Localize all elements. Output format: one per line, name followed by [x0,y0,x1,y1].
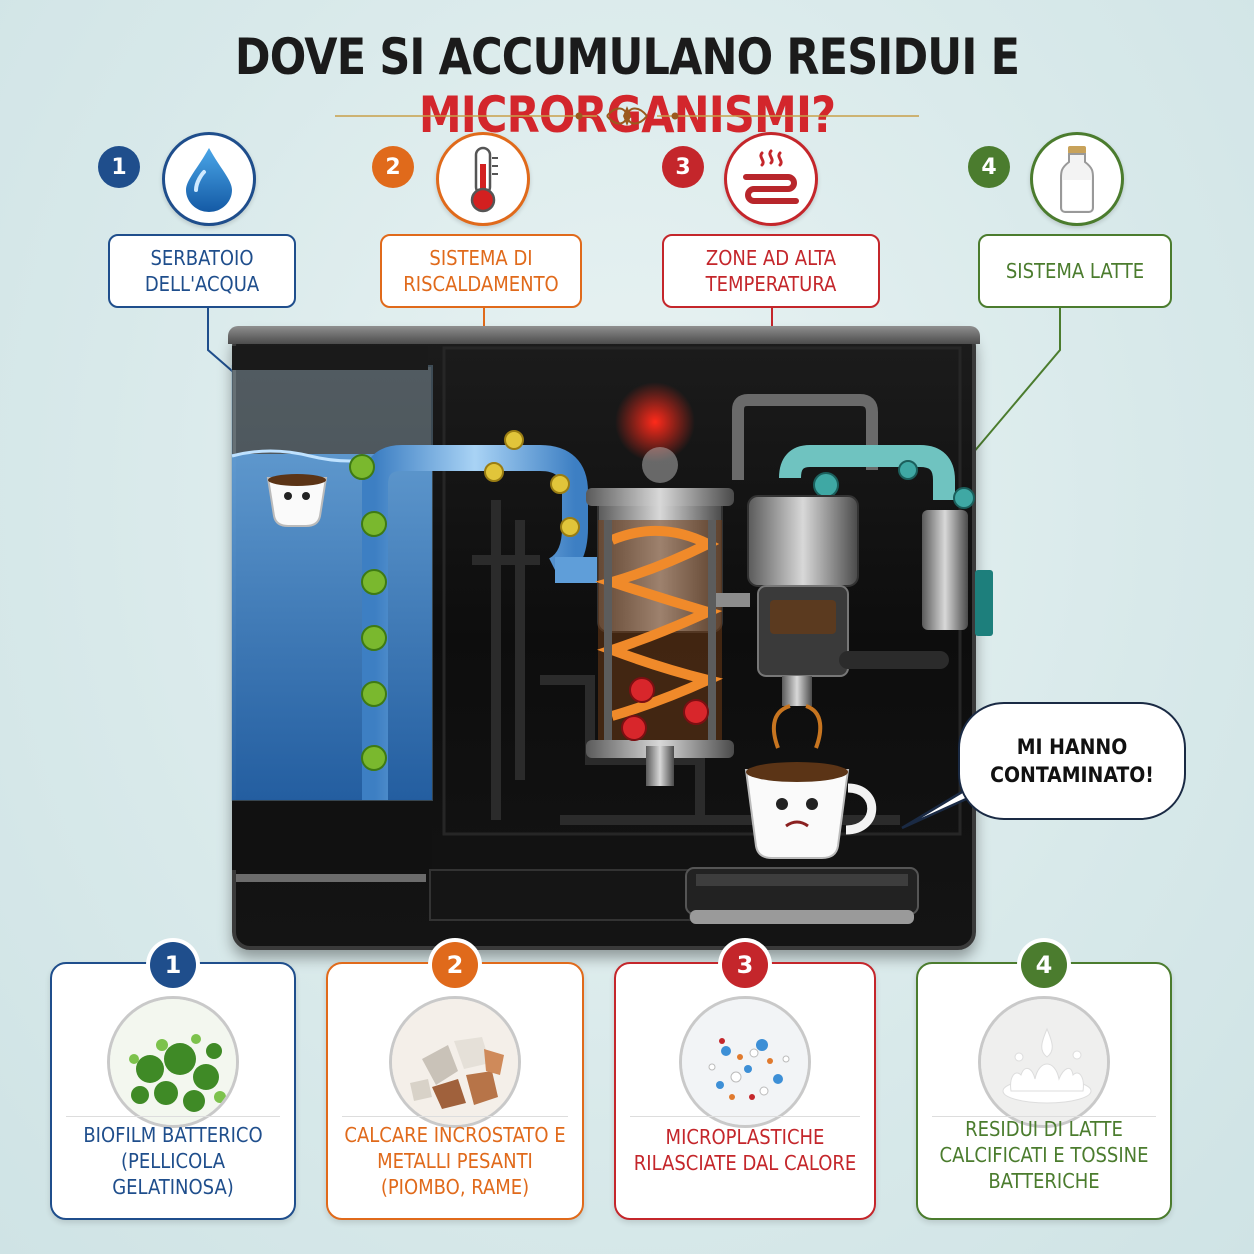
card-text-biofilm: BIOFILM BATTERICO (PELLICOLA GELATINOSA) [83,1123,263,1199]
card-number-2: 2 [432,942,478,988]
callout-number-2: 2 [372,146,414,188]
card-text-microplastics: MICROPLASTICHE RILASCIATE DAL CALORE [633,1125,857,1175]
biofilm-image [107,996,239,1128]
callout-label-high-temp-zones: ZONE AD ALTA TEMPERATURA [662,234,880,308]
card-text-limescale: CALCARE INCROSTATO E METALLI PESANTI (PI… [344,1123,566,1199]
title-main: DOVE SI ACCUMULANO RESIDUI E [234,28,1020,86]
card-number-4: 4 [1021,942,1067,988]
callout-number-1: 1 [98,146,140,188]
ornament-divider [335,106,919,126]
microplastics-image [679,996,811,1128]
callout-number-4: 4 [968,146,1010,188]
speech-bubble: MI HANNO CONTAMINATO! [958,702,1186,820]
heating-coil-icon [724,132,818,226]
thermometer-icon [436,132,530,226]
card-number-1: 1 [150,942,196,988]
milk-splash-image [978,996,1110,1128]
machine-top-trim [228,326,980,344]
callout-number-3: 3 [662,146,704,188]
callout-label-heating-system: SISTEMA DI RISCALDAMENTO [380,234,582,308]
callout-label-milk-system: SISTEMA LATTE [978,234,1172,308]
card-text-milk-residues: RESIDUI DI LATTE CALCIFICATI E TOSSINE B… [939,1117,1149,1193]
milk-bottle-icon [1030,132,1124,226]
limescale-rocks-image [389,996,521,1128]
water-drop-icon [162,132,256,226]
callout-label-water-tank: SERBATOIO DELL'ACQUA [108,234,296,308]
card-number-3: 3 [722,942,768,988]
